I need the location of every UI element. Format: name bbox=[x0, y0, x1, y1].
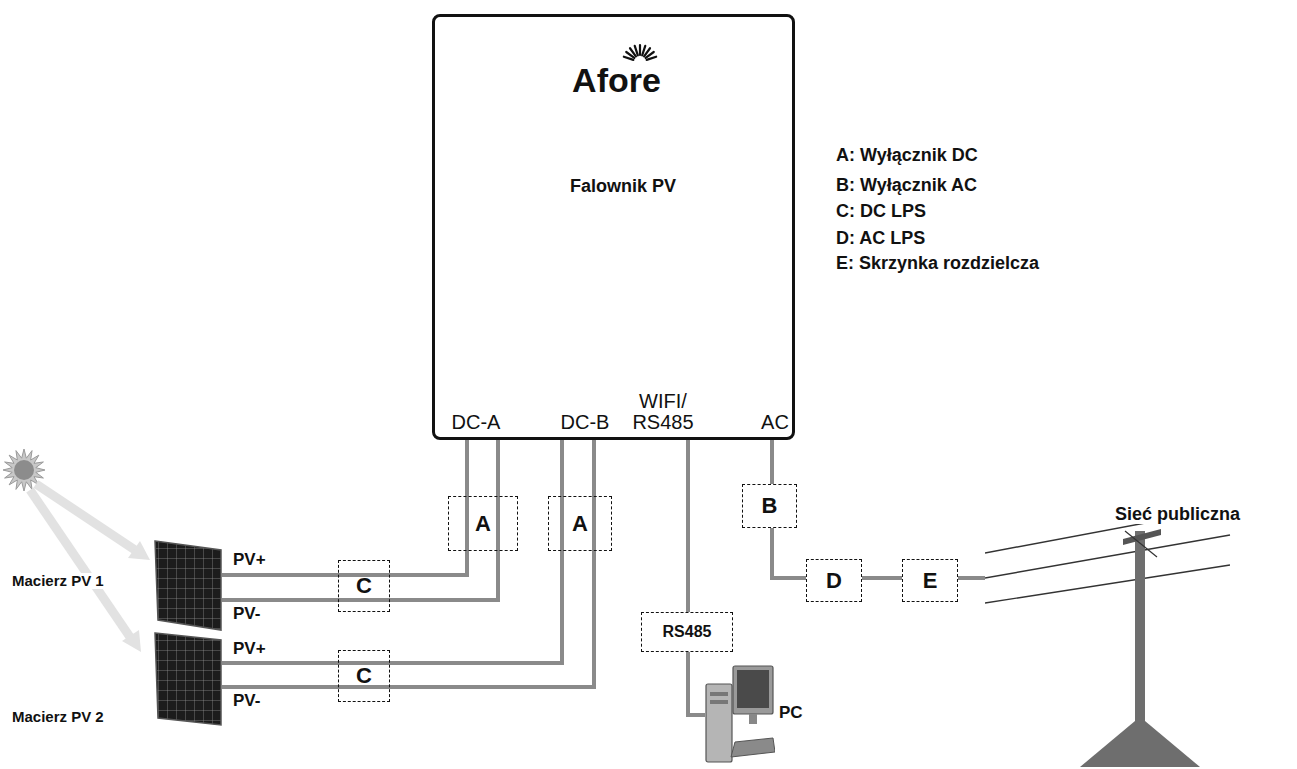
wire bbox=[772, 528, 806, 578]
wire bbox=[222, 663, 338, 687]
pv-array: Macierz PV 1 bbox=[5, 538, 222, 633]
wire bbox=[688, 652, 705, 715]
box-label: D bbox=[826, 569, 842, 592]
ac-switch-box: B bbox=[742, 484, 797, 528]
wire bbox=[862, 576, 902, 580]
wire-label: PV+ bbox=[233, 551, 266, 569]
port-label: DC-B bbox=[545, 412, 625, 433]
pv-array: Macierz PV 2 bbox=[5, 630, 222, 727]
box-label: E bbox=[923, 569, 938, 592]
wire bbox=[562, 440, 594, 496]
inverter-title: Falownik PV bbox=[473, 177, 773, 196]
box-label: B bbox=[762, 494, 778, 517]
grid-label: Sieć publiczna bbox=[1113, 505, 1242, 524]
public-grid: Sieć publiczna bbox=[985, 495, 1275, 769]
light-arrow bbox=[30, 484, 150, 652]
dc-switch-box: A bbox=[548, 496, 612, 551]
wire bbox=[770, 440, 774, 484]
port-label: WIFI/ RS485 bbox=[624, 391, 702, 433]
box-label: A bbox=[475, 512, 491, 535]
wire bbox=[467, 440, 498, 496]
legend-key: E: Skrzynka rozdzielcza bbox=[836, 254, 1039, 273]
logo-text: Afore bbox=[517, 63, 717, 99]
box-label: A bbox=[572, 512, 588, 535]
dc-lps-box: C bbox=[338, 650, 390, 702]
legend-key: A: Wyłącznik DC bbox=[836, 146, 978, 165]
port-label: DC-A bbox=[436, 412, 516, 433]
distribution-box: E bbox=[902, 559, 958, 602]
computer-symbol bbox=[705, 662, 775, 767]
ac-lps-box: D bbox=[806, 559, 862, 602]
array-label: Macierz PV 2 bbox=[10, 709, 106, 725]
legend-key: B: Wyłącznik AC bbox=[836, 176, 977, 195]
wire bbox=[686, 440, 690, 612]
array-label: Macierz PV 1 bbox=[10, 573, 106, 589]
inverter-box: AforeFalownik PV DC-A DC-BWIFI/ RS485AC bbox=[432, 14, 795, 440]
rs485-box: RS485 bbox=[641, 612, 733, 652]
wire-label: PV- bbox=[233, 692, 260, 710]
wire-through-box bbox=[338, 496, 594, 687]
box-label: C bbox=[356, 574, 372, 597]
pc-icon: PC bbox=[705, 662, 815, 767]
power-line bbox=[985, 495, 1275, 769]
port-label: AC bbox=[753, 412, 797, 433]
wire-label: PV+ bbox=[233, 640, 266, 658]
wire bbox=[390, 551, 498, 600]
wire bbox=[390, 551, 594, 687]
wire-label: PV- bbox=[233, 605, 260, 623]
dc-switch-box: A bbox=[448, 496, 518, 551]
box-label: C bbox=[356, 664, 372, 687]
legend-key: D: AC LPS bbox=[836, 229, 925, 248]
wire bbox=[958, 576, 985, 580]
dc-lps-box: C bbox=[338, 560, 390, 612]
legend-key: C: DC LPS bbox=[836, 202, 926, 221]
wire bbox=[222, 575, 338, 600]
pc-label: PC bbox=[777, 704, 805, 722]
box-label: RS485 bbox=[663, 624, 712, 641]
